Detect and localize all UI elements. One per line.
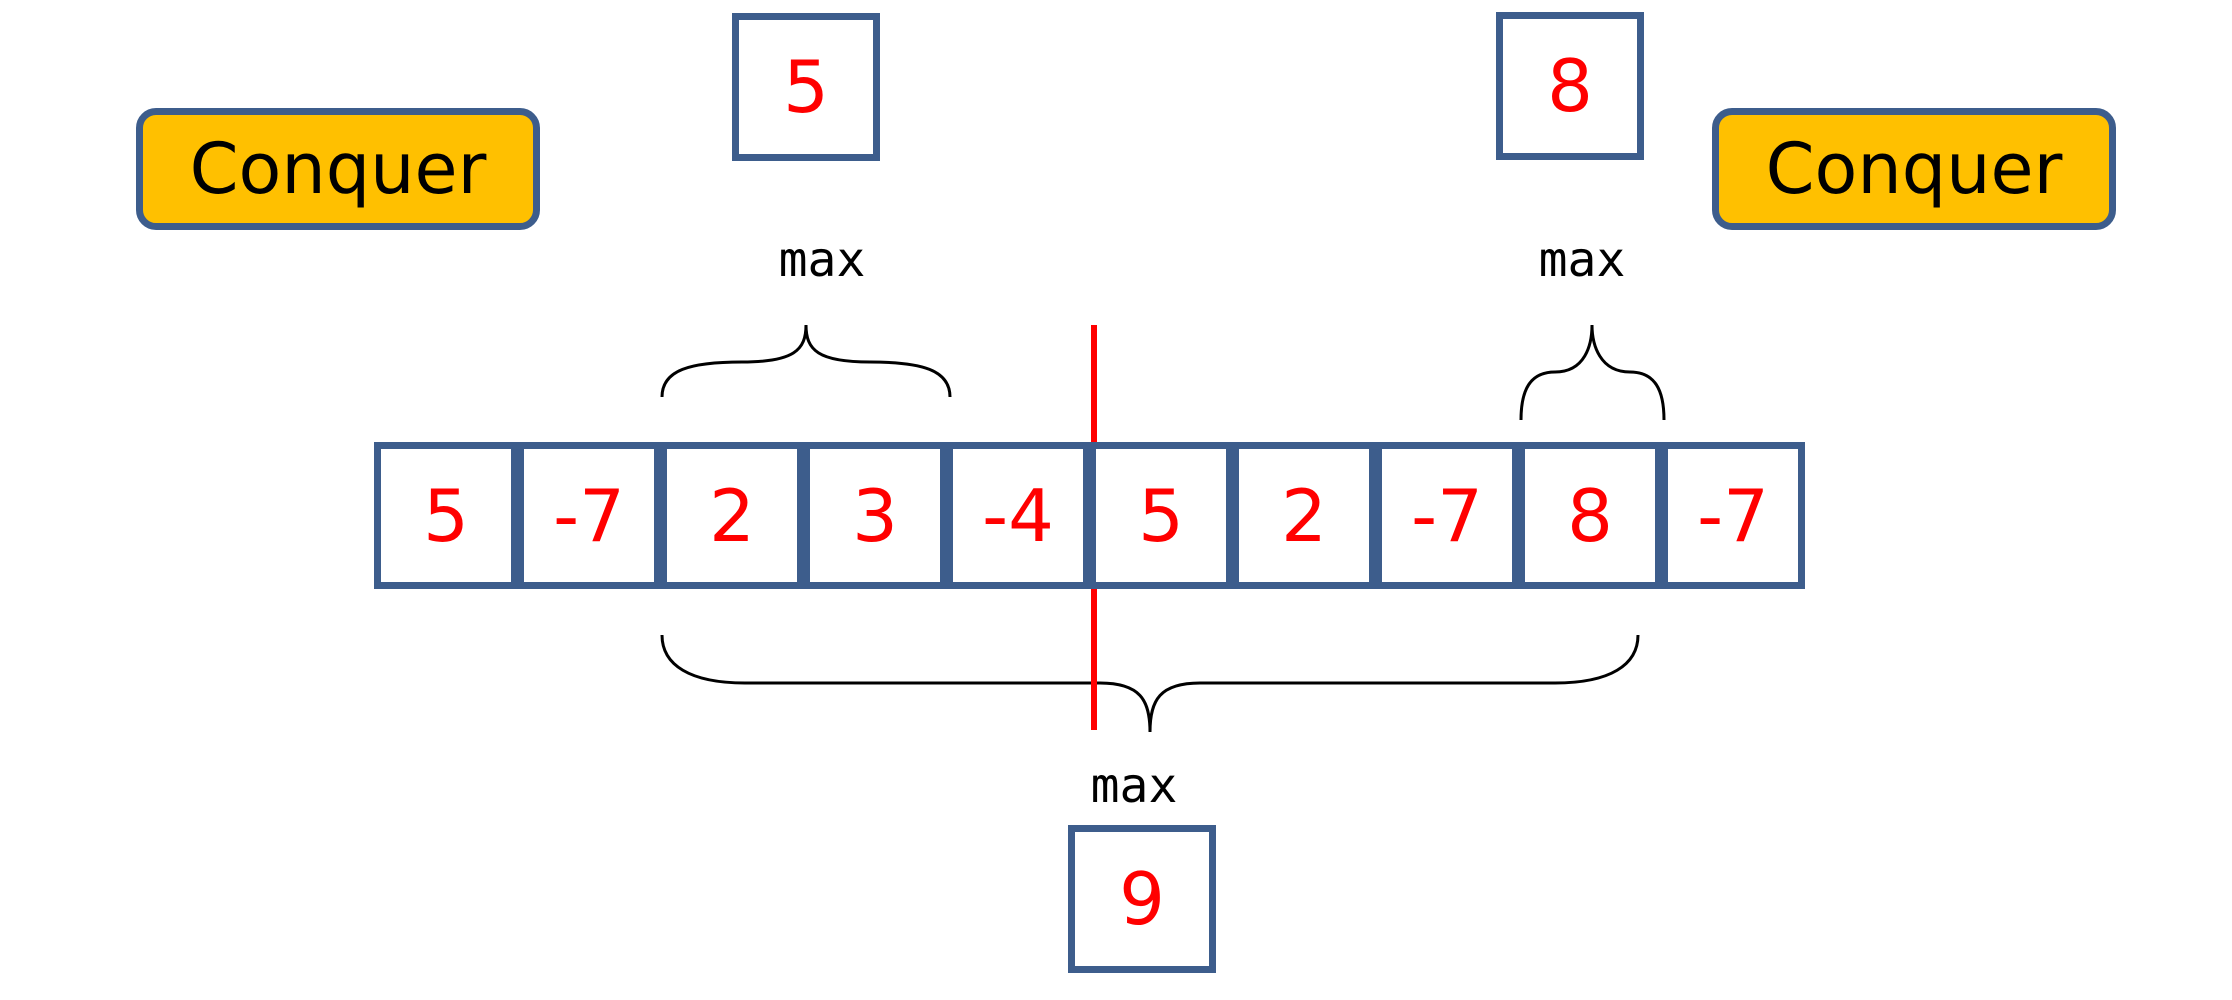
left-max-result: 5 xyxy=(732,13,880,161)
max-label-right: max xyxy=(1538,232,1626,288)
array-cell: 8 xyxy=(1518,442,1662,589)
array-cell: -7 xyxy=(1661,442,1805,589)
array-cell: 3 xyxy=(803,442,947,589)
max-label-left: max xyxy=(778,232,866,288)
right-max-result: 8 xyxy=(1496,12,1644,160)
brace-left-max xyxy=(660,324,952,398)
cross-max-result: 9 xyxy=(1068,825,1216,973)
conquer-label-right: Conquer xyxy=(1712,108,2116,230)
array-cell: 2 xyxy=(1232,442,1376,589)
array-cell: -4 xyxy=(946,442,1090,589)
conquer-label-left: Conquer xyxy=(136,108,540,230)
array-cell: -7 xyxy=(1375,442,1519,589)
array-cell: 2 xyxy=(660,442,804,589)
array-cell: 5 xyxy=(374,442,518,589)
brace-cross-max xyxy=(660,634,1640,733)
max-label-cross: max xyxy=(1090,758,1178,814)
brace-right-max xyxy=(1519,324,1666,421)
array-cell: 5 xyxy=(1089,442,1233,589)
array-cell: -7 xyxy=(517,442,661,589)
